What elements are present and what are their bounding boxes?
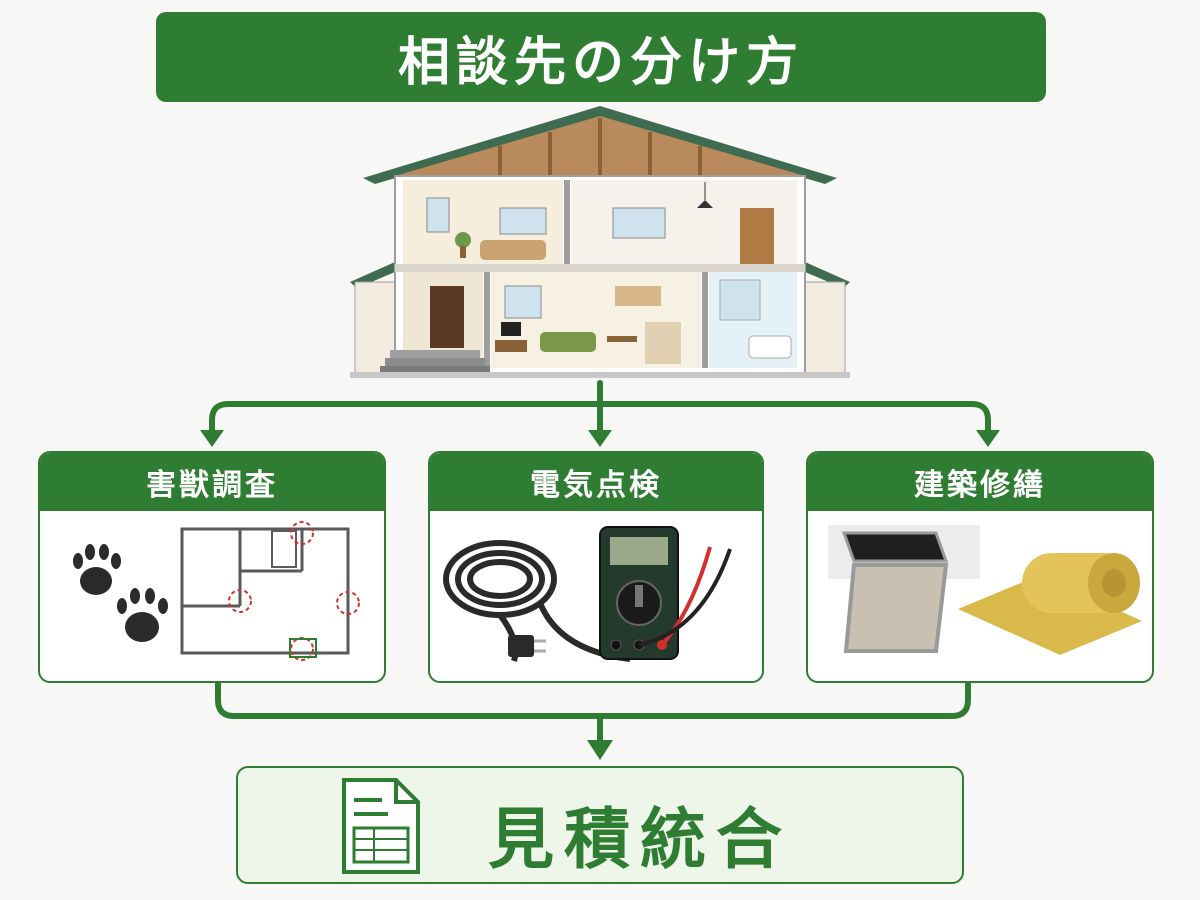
card-electrical-inspection[interactable]: 電気点検 xyxy=(428,451,764,683)
multimeter-icon xyxy=(599,526,679,660)
result-label: 見積統合 xyxy=(488,801,792,878)
insulation-roll-icon xyxy=(958,553,1142,655)
card-header-electrical: 電気点検 xyxy=(430,453,762,511)
page-title: 相談先の分け方 xyxy=(397,32,804,93)
paw-print-icon xyxy=(73,544,168,642)
test-probe-icon xyxy=(638,546,732,647)
card-header-repair: 建築修繕 xyxy=(808,453,1152,511)
card-body-repair xyxy=(808,511,1152,681)
card-pest-inspection[interactable]: 害獣調査 xyxy=(38,451,386,683)
plug-icon xyxy=(508,635,534,657)
title-banner: 相談先の分け方 xyxy=(156,12,1046,102)
attic-hatch-icon xyxy=(841,531,949,653)
card-header-pest: 害獣調査 xyxy=(40,453,384,511)
card-building-repair[interactable]: 建築修繕 xyxy=(806,451,1154,683)
house-cutaway-illustration xyxy=(350,106,850,378)
card-body-electrical xyxy=(430,511,762,681)
card-body-pest xyxy=(40,511,384,681)
result-box-estimate-integration[interactable]: 見積統合 xyxy=(236,766,964,884)
document-icon xyxy=(342,778,420,874)
floor-plan-icon xyxy=(180,527,350,655)
